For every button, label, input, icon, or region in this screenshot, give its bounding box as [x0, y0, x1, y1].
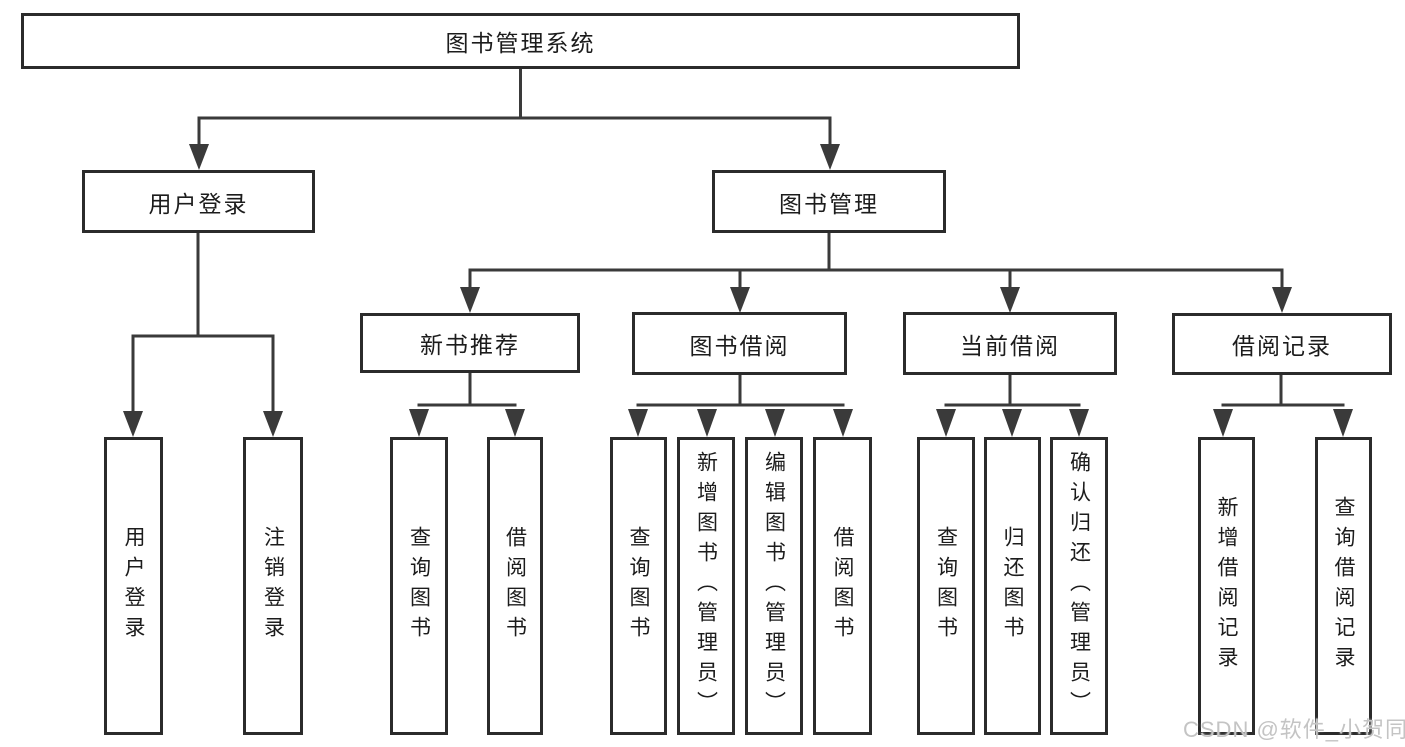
node-book-management: 图书管理	[712, 170, 946, 233]
node-borrow-records: 借阅记录	[1172, 313, 1392, 375]
leaf-label: 编辑图书（管理员）	[762, 451, 786, 721]
node-book-borrow: 图书借阅	[632, 312, 847, 375]
leaf-label: 新增图书（管理员）	[694, 451, 718, 721]
node-label: 新书推荐	[420, 332, 520, 358]
leaf-label: 借阅图书	[831, 526, 854, 646]
leaf-add-books-admin: 新增图书（管理员）	[677, 437, 735, 735]
leaf-user-login: 用户登录	[104, 437, 163, 735]
node-label: 当前借阅	[960, 332, 1060, 359]
leaf-label: 借阅图书	[503, 526, 527, 646]
leaf-label: 查询图书	[627, 526, 650, 646]
leaf-borrow-books: 借阅图书	[813, 437, 872, 735]
node-new-book-recommend: 新书推荐	[360, 313, 580, 373]
node-label: 借阅记录	[1232, 333, 1332, 359]
leaf-label: 查询图书	[934, 526, 958, 646]
leaf-label: 查询图书	[407, 526, 431, 646]
leaf-label: 注销登录	[261, 526, 285, 646]
leaf-borrow-books-recommend: 借阅图书	[487, 437, 543, 735]
node-label: 图书管理	[779, 190, 879, 217]
leaf-query-books-borrow: 查询图书	[610, 437, 667, 735]
leaf-label: 归还图书	[1001, 526, 1024, 646]
leaf-query-books-recommend: 查询图书	[390, 437, 448, 735]
leaf-query-borrow-record: 查询借阅记录	[1315, 437, 1372, 735]
node-user-login: 用户登录	[82, 170, 315, 233]
leaf-query-books-current: 查询图书	[917, 437, 975, 735]
leaf-label: 用户登录	[122, 526, 145, 646]
leaf-edit-books-admin: 编辑图书（管理员）	[745, 437, 803, 735]
leaf-add-borrow-record: 新增借阅记录	[1198, 437, 1255, 735]
node-library-management-system: 图书管理系统	[21, 13, 1020, 69]
leaf-label: 确认归还（管理员）	[1067, 451, 1091, 721]
watermark: CSDN @软件_小贺同学	[1183, 717, 1405, 742]
leaf-return-books: 归还图书	[984, 437, 1041, 735]
node-current-borrow: 当前借阅	[903, 312, 1117, 375]
leaf-logout: 注销登录	[243, 437, 303, 735]
leaf-label: 新增借阅记录	[1215, 496, 1238, 676]
node-label: 用户登录	[148, 190, 249, 217]
leaf-label: 查询借阅记录	[1332, 496, 1355, 676]
leaf-confirm-return-admin: 确认归还（管理员）	[1050, 437, 1108, 735]
node-label: 图书管理系统	[445, 30, 596, 56]
node-label: 图书借阅	[689, 332, 790, 359]
